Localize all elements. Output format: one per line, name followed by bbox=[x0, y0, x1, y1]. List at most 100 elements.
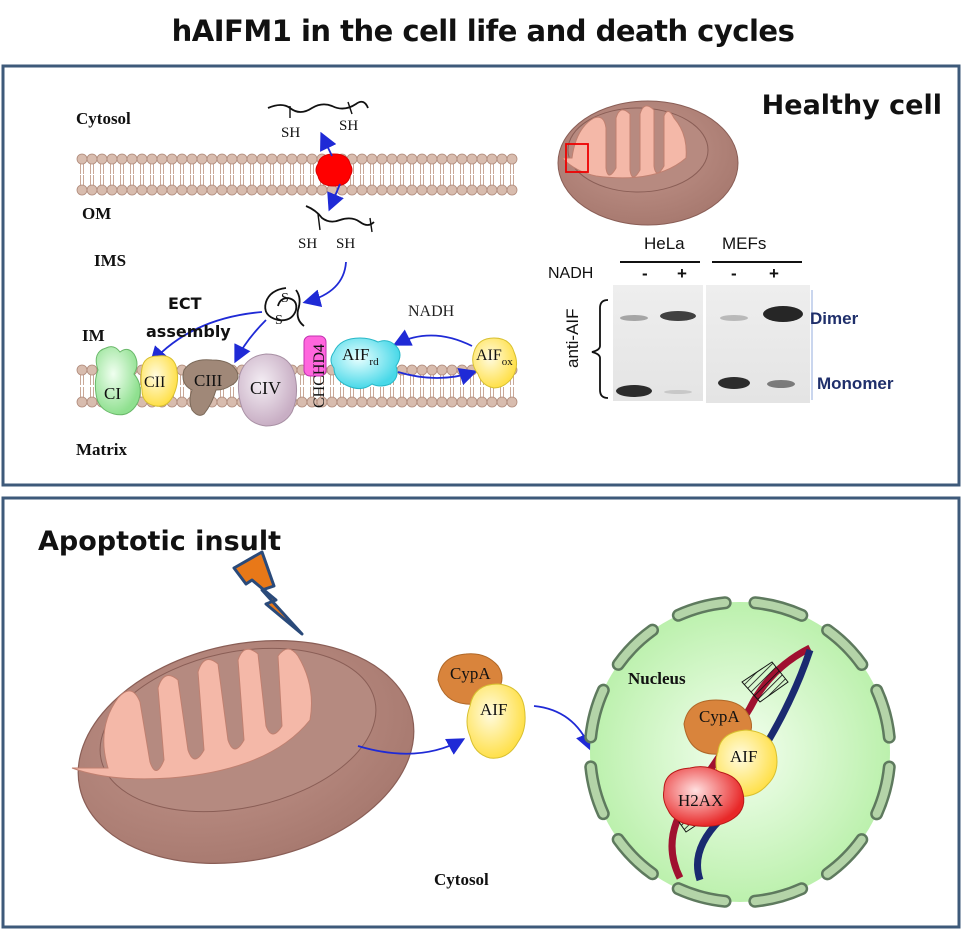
thiol-sh2: SH bbox=[339, 118, 358, 134]
mitochondrion-large bbox=[71, 640, 415, 864]
arrow-aifrd-to-aifox bbox=[397, 368, 478, 386]
lipid-head bbox=[396, 396, 408, 408]
lipid-head bbox=[396, 153, 408, 165]
blot-membrane-hela bbox=[613, 285, 703, 401]
ect-label-line1: ECT bbox=[168, 294, 202, 313]
label-om: OM bbox=[82, 204, 111, 223]
lipid-head bbox=[156, 153, 168, 165]
thiol-sh4: SH bbox=[336, 236, 355, 252]
lipid-head bbox=[266, 184, 278, 196]
lipid-head bbox=[456, 184, 468, 196]
nuclear-pore-segment-highlight bbox=[586, 686, 608, 742]
lipid-head bbox=[496, 396, 508, 408]
lipid-head bbox=[446, 396, 458, 408]
lipid-head bbox=[176, 184, 188, 196]
band-mefs-plus-dimer bbox=[763, 306, 803, 322]
lipid-head bbox=[406, 396, 418, 408]
complex-civ-shape bbox=[237, 353, 298, 427]
lipid-head bbox=[476, 153, 488, 165]
label-matrix: Matrix bbox=[76, 440, 127, 459]
lipid-head bbox=[346, 396, 358, 408]
healthy-cell-heading: Healthy cell bbox=[762, 90, 942, 121]
lipid-head bbox=[116, 184, 128, 196]
lipid-head bbox=[106, 184, 118, 196]
lipid-head bbox=[446, 184, 458, 196]
lipid-head bbox=[426, 364, 438, 376]
lipid-head bbox=[266, 153, 278, 165]
lipid-head bbox=[486, 153, 498, 165]
lipid-head bbox=[76, 396, 88, 408]
lipid-head bbox=[426, 184, 438, 196]
lipid-head bbox=[346, 184, 358, 196]
aif-label-cytosol: AIF bbox=[480, 700, 507, 719]
ect-label-line2: assembly bbox=[146, 322, 231, 341]
lipid-head bbox=[276, 153, 288, 165]
lipid-head bbox=[446, 364, 458, 376]
lipid-head bbox=[176, 153, 188, 165]
lipid-head bbox=[126, 153, 138, 165]
lipid-head bbox=[146, 153, 158, 165]
lipid-head bbox=[416, 364, 428, 376]
lipid-head bbox=[386, 153, 398, 165]
lipid-head bbox=[86, 184, 98, 196]
lipid-head bbox=[246, 184, 258, 196]
complex-cii-label: CII bbox=[144, 374, 165, 391]
complex-cii-shape bbox=[140, 355, 179, 407]
lipid-head bbox=[376, 153, 388, 165]
lipid-head bbox=[136, 184, 148, 196]
aif-rd-shape bbox=[330, 337, 401, 390]
lipid-head bbox=[366, 184, 378, 196]
complex-ci-shape bbox=[94, 346, 141, 416]
import-pore-red bbox=[315, 153, 353, 187]
lipid-head bbox=[236, 184, 248, 196]
mitochondrion-small bbox=[557, 100, 739, 226]
lipid-head bbox=[86, 364, 98, 376]
complex-ciii-label: CIII bbox=[194, 371, 223, 390]
h2ax-label: H2AX bbox=[678, 791, 723, 810]
lipid-head bbox=[196, 184, 208, 196]
lipid-head bbox=[386, 396, 398, 408]
lipid-head bbox=[436, 364, 448, 376]
nuclear-pore-segment-highlight bbox=[750, 598, 806, 620]
lipid-head bbox=[436, 153, 448, 165]
lipid-head bbox=[286, 153, 298, 165]
substrate-chain-cytosol bbox=[267, 100, 369, 113]
lipid-head bbox=[496, 153, 508, 165]
lipid-head bbox=[176, 396, 188, 408]
lipid-head bbox=[216, 396, 228, 408]
lipid-head bbox=[276, 184, 288, 196]
lipid-head bbox=[506, 396, 518, 408]
lipid-head bbox=[166, 153, 178, 165]
blot-lane-3: - bbox=[731, 264, 737, 283]
lipid-head bbox=[76, 153, 88, 165]
lipid-head bbox=[366, 153, 378, 165]
lipid-head bbox=[196, 153, 208, 165]
lipid-head bbox=[116, 153, 128, 165]
lipid-head bbox=[256, 184, 268, 196]
nuclear-pore-segment-highlight bbox=[614, 626, 657, 669]
nuclear-pore-segment-highlight bbox=[750, 884, 806, 906]
lipid-head bbox=[506, 184, 518, 196]
lipid-head bbox=[406, 184, 418, 196]
arrow-pore-to-ims bbox=[327, 183, 344, 212]
h2ax-shape bbox=[663, 766, 745, 827]
lipid-head bbox=[216, 153, 228, 165]
lipid-head bbox=[456, 396, 468, 408]
lipid-head bbox=[376, 396, 388, 408]
blot-monomer-label: Monomer bbox=[817, 374, 894, 393]
lipid-head bbox=[306, 184, 318, 196]
thiol-sh3: SH bbox=[298, 236, 317, 252]
lipid-head bbox=[366, 396, 378, 408]
outer-membrane bbox=[76, 153, 518, 196]
complex-civ-label: CIV bbox=[250, 378, 281, 398]
lipid-head bbox=[256, 153, 268, 165]
band-hela-minus-monomer bbox=[616, 385, 652, 397]
lipid-head bbox=[436, 396, 448, 408]
lipid-head bbox=[76, 364, 88, 376]
lipid-head bbox=[226, 396, 238, 408]
lipid-head bbox=[206, 153, 218, 165]
blot-lane-2: + bbox=[677, 264, 687, 283]
lipid-head bbox=[226, 153, 238, 165]
nuclear-pore-segment-highlight bbox=[674, 598, 730, 620]
lipid-head bbox=[296, 396, 308, 408]
